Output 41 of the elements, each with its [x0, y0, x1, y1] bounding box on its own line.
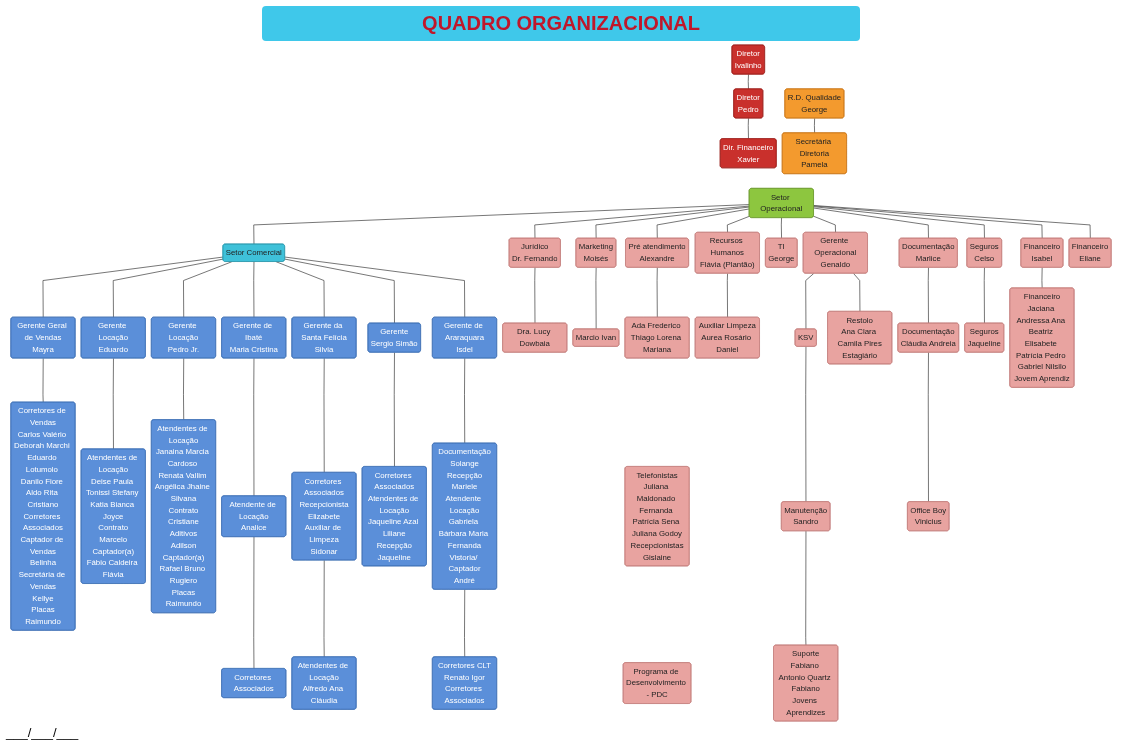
connector: [183, 358, 185, 421]
connector: [813, 206, 985, 239]
connector: [927, 267, 929, 324]
connector: [983, 267, 985, 324]
connector: [284, 258, 395, 324]
connector: [253, 536, 255, 669]
connector: [183, 261, 233, 318]
connector: [464, 358, 466, 444]
date-line: ___/___/___: [6, 725, 79, 740]
connector: [814, 117, 815, 134]
connector: [275, 261, 325, 318]
connector: [927, 352, 929, 503]
connector: [464, 589, 466, 658]
connector: [656, 267, 658, 318]
connector: [726, 215, 750, 233]
connector: [253, 261, 255, 318]
connector: [747, 117, 749, 140]
connector: [284, 256, 466, 318]
connector: [805, 273, 815, 330]
connector: [813, 205, 1091, 239]
connector: [534, 267, 536, 324]
connector: [853, 273, 861, 312]
connector: [534, 205, 750, 239]
connector: [813, 205, 1043, 239]
connector: [253, 204, 750, 245]
connector: [780, 217, 782, 239]
connector: [813, 215, 836, 233]
title-banner: QUADRO ORGANIZACIONAL: [262, 6, 860, 41]
connector: [747, 74, 749, 90]
connector: [805, 530, 807, 646]
connector: [323, 559, 325, 658]
connector: [393, 352, 395, 468]
connector: [595, 206, 750, 239]
connector: [112, 358, 114, 450]
connector: [42, 256, 224, 318]
connector: [656, 208, 750, 239]
connector: [726, 273, 728, 318]
connector: [805, 346, 807, 503]
connector: [112, 258, 224, 318]
connector: [813, 207, 929, 239]
connector: [253, 358, 255, 497]
